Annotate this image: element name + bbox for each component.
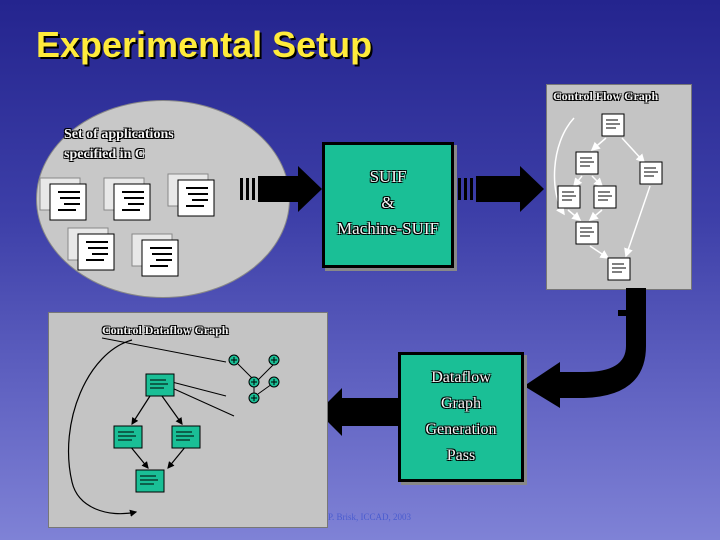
dataflow-line3: Generation bbox=[425, 421, 497, 438]
suif-box: SUIF & Machine-SUIF bbox=[322, 142, 454, 268]
suif-line1: SUIF bbox=[369, 167, 407, 186]
applications-label-line1: Set of applications bbox=[64, 127, 174, 142]
dataflow-line1: Dataflow bbox=[431, 369, 491, 386]
control-flow-graph-diagram bbox=[553, 113, 663, 281]
slide-footer: P. Brisk, ICCAD, 2003 bbox=[328, 512, 412, 522]
dataflow-line2: Graph bbox=[441, 395, 481, 412]
arrow-dataflow-to-cdfg bbox=[318, 388, 398, 436]
dataflow-line4: Pass bbox=[446, 447, 476, 464]
app-file-icon bbox=[39, 173, 215, 277]
applications-label-line2: specified in C bbox=[64, 147, 145, 162]
control-dataflow-graph-diagram bbox=[68, 337, 280, 517]
control-dataflow-graph-panel bbox=[48, 312, 328, 528]
control-dataflow-graph-label: Control Dataflow Graph bbox=[102, 323, 229, 337]
application-file-icons bbox=[39, 173, 215, 277]
arrow-suif-to-cfg bbox=[458, 166, 544, 212]
arrow-apps-to-suif bbox=[240, 166, 322, 212]
suif-line3: Machine-SUIF bbox=[337, 219, 439, 238]
control-flow-graph-label: Control Flow Graph bbox=[553, 89, 659, 103]
suif-line2: & bbox=[381, 193, 395, 212]
arrow-cfg-to-dataflow bbox=[524, 286, 646, 408]
slide-title: Experimental Setup bbox=[36, 24, 373, 65]
dataflow-generation-box: Dataflow Graph Generation Pass bbox=[398, 352, 524, 482]
